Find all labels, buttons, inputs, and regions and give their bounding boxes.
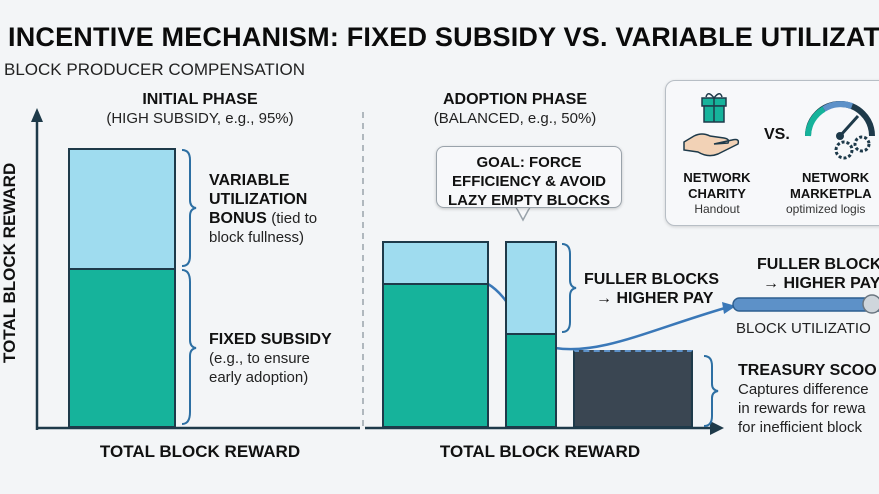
initial-variable-bonus-bar [68,148,176,270]
goal-callout-line1: GOAL: FORCE [476,154,582,171]
variable-bracket [181,149,197,267]
treasury-note-line2: in rewards for rewa [738,400,866,417]
gauge-gears-icon [805,101,875,160]
fixed-subsidy-label: FIXED SUBSIDY (e.g., to ensure early ado… [209,330,359,387]
treasury-label: TREASURY SCOO Captures difference in rew… [738,361,877,437]
fuller-blocks-label: FULLER BLOCKS → HIGHER PAY [584,270,719,308]
meter-top-line2: → HIGHER PAY [763,275,879,292]
goal-callout-line2: EFFICIENCY & AVOID [452,173,606,190]
variable-bonus-label: VARIABLE UTILIZATION BONUS (tied to bloc… [209,171,359,247]
variable-label-line2: UTILIZATION [209,191,308,208]
meter-bottom-label: BLOCK UTILIZATIO [736,320,871,337]
initial-phase-title: INITIAL PHASE [142,91,258,108]
initial-fixed-subsidy-bar [68,268,176,428]
utilization-meter-bar [732,297,879,312]
right-x-axis-arrow [710,421,724,435]
initial-phase-subtitle: (HIGH SUBSIDY, e.g., 95%) [106,110,294,127]
fixed-label-note-line1: (e.g., to ensure [209,350,310,367]
variable-label-line1: VARIABLE [209,172,290,189]
adoption-bar1-fixed [382,283,489,428]
treasury-bar [573,350,693,428]
vs-label: VS. [764,126,790,143]
left-y-axis-arrow [31,108,43,122]
meter-top-label: FULLER BLOCKS → HIGHER PAY [757,255,879,293]
treasury-bracket [703,355,719,427]
fixed-label-note-line2: early adoption) [209,369,309,386]
y-axis-label: TOTAL BLOCK REWARD [0,162,19,363]
fuller-blocks-line1: FULLER BLOCKS [584,271,720,288]
variable-label-note-inline: (tied to [271,210,318,227]
charity-title-line2: CHARITY [688,186,746,201]
goal-callout: GOAL: FORCE EFFICIENCY & AVOID LAZY EMPT… [436,146,622,209]
network-marketplace-label: NETWORK MARKETPLA optimized logis [786,170,879,216]
marketplace-subtitle: optimized logis [786,202,866,216]
charity-subtitle: Handout [694,202,740,216]
adoption-bar2-fixed [505,333,557,428]
page-subtitle: BLOCK PRODUCER COMPENSATION [4,60,306,79]
variable-label-note: block fullness) [209,229,305,246]
right-x-axis-label: TOTAL BLOCK REWARD [439,442,641,461]
variable-label-line3: BONUS [209,210,267,227]
goal-callout-line3: LAZY EMPTY BLOCKS [448,192,610,209]
utilization-meter-knob [862,294,879,314]
marketplace-title-line2: MARKETPLA [790,186,872,201]
meter-top-line1: FULLER BLOCKS [757,256,879,273]
network-charity-label: NETWORK CHARITY Handout [677,170,757,216]
adoption-bar1-variable [382,241,489,285]
adoption-phase-subtitle: (BALANCED, e.g., 50%) [433,110,597,127]
adoption-phase-title: ADOPTION PHASE [442,91,587,108]
adoption-bar2-variable [505,241,557,335]
fuller-bracket [561,243,577,333]
charity-title-line1: NETWORK [683,170,751,185]
treasury-note-line1: Captures difference [738,381,869,398]
left-x-axis-label: TOTAL BLOCK REWARD [99,442,301,461]
fixed-label-title: FIXED SUBSIDY [209,331,332,348]
treasury-title: TREASURY SCOO [738,362,877,379]
gift-hand-icon [683,93,740,157]
page-title: INCENTIVE MECHANISM: FIXED SUBSIDY VS. V… [8,22,879,52]
fixed-bracket [181,269,197,425]
marketplace-title-line1: NETWORK [802,170,870,185]
fuller-blocks-line2: → HIGHER PAY [596,290,714,307]
treasury-note-line3: for inefficient block [738,419,862,436]
